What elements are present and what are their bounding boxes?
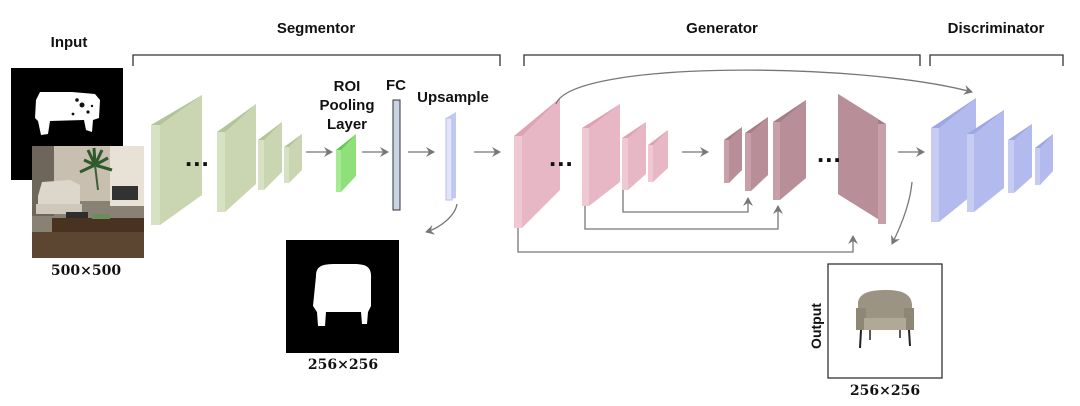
generator-decoder-layer-1 xyxy=(724,127,742,183)
upsample-layer xyxy=(445,112,456,201)
arrow-generator-to-output xyxy=(891,181,913,245)
segmentor-layer-4 xyxy=(284,134,302,183)
segmentor-ellipsis: ... xyxy=(185,142,210,172)
discriminator-layer-3 xyxy=(1008,124,1032,193)
skip-connection-outer xyxy=(517,228,858,253)
input-photo-image xyxy=(32,146,144,258)
discriminator-layer-1 xyxy=(931,98,976,222)
generator-decoder-layer-3 xyxy=(773,100,806,200)
generator-encoder-layer-1 xyxy=(514,98,560,228)
output-chair-image xyxy=(827,263,943,379)
segmentor-layer-1 xyxy=(151,95,202,225)
generator-decoder-layer-4 xyxy=(838,94,886,224)
fc-layer xyxy=(392,99,401,211)
generator-decoder-layer-2 xyxy=(745,117,768,191)
discriminator-label: Discriminator xyxy=(947,20,1045,37)
skip-connection-middle xyxy=(584,205,783,230)
generator-encoder-layer-3 xyxy=(622,122,646,190)
arrow-upsample-to-mask xyxy=(425,203,458,235)
segmentor-layer-3 xyxy=(258,122,282,190)
skip-connection-inner xyxy=(622,190,753,213)
generator-decoder-ellipsis: ... xyxy=(817,138,842,168)
mask-output-image xyxy=(286,240,399,353)
discriminator-bracket xyxy=(929,54,1064,66)
roi-pooling-label: ROI Pooling Layer xyxy=(319,78,375,133)
output-size-label: 256×256 xyxy=(849,383,921,399)
input-label: Input xyxy=(50,34,88,51)
upsample-label: Upsample xyxy=(417,89,489,106)
arrow-generator-curve-to-discriminator xyxy=(555,69,973,105)
generator-bracket xyxy=(523,54,921,66)
output-label: Output xyxy=(808,303,824,349)
roi-pooling-layer xyxy=(336,134,356,192)
input-size-label: 500×500 xyxy=(50,263,122,279)
generator-encoder-layer-2 xyxy=(582,104,620,206)
segmentor-bracket xyxy=(132,54,501,66)
generator-encoder-layer-4 xyxy=(648,130,668,182)
generator-encoder-ellipsis: ... xyxy=(549,142,574,172)
fc-label: FC xyxy=(386,77,406,94)
generator-label: Generator xyxy=(686,20,758,37)
discriminator-layer-2 xyxy=(967,110,1004,212)
discriminator-layer-4 xyxy=(1035,134,1053,185)
segmentor-label: Segmentor xyxy=(276,20,356,37)
segmentor-layer-2 xyxy=(217,104,256,212)
mask-size-label: 256×256 xyxy=(307,357,379,373)
